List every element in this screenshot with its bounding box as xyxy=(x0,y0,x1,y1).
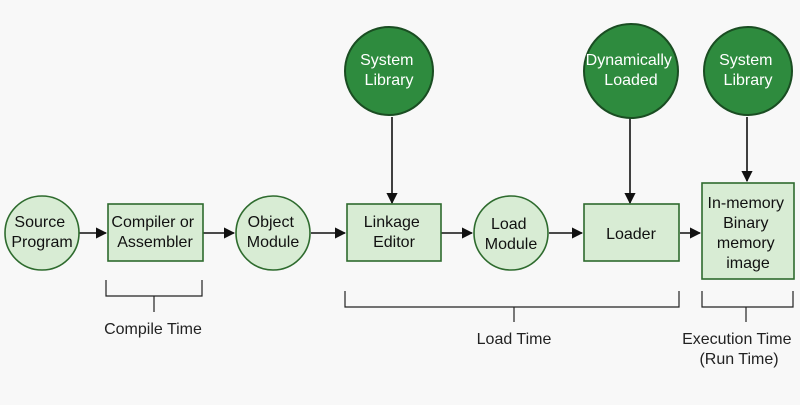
system-library-2-line1: System xyxy=(719,52,772,69)
load-time-bracket: Load Time xyxy=(344,291,680,348)
svg-text:Load Module: Load Module xyxy=(485,216,538,253)
in-memory-line3: memory xyxy=(717,235,775,252)
in-memory-image-node: In-memory Binary memory image xyxy=(701,182,795,280)
svg-text:Object Module: Object Module xyxy=(247,214,300,251)
compiler-line1: Compiler or xyxy=(111,214,194,231)
linkage-editor-line1: Linkage xyxy=(364,214,420,231)
dynamically-loaded-line2: Loaded xyxy=(604,72,657,89)
execution-time-bracket: Execution Time (Run Time) xyxy=(682,291,796,368)
system-library-2-line2: Library xyxy=(724,72,773,89)
loader-line1: Loader xyxy=(606,226,656,243)
load-module-line2: Module xyxy=(485,236,538,253)
dynamically-loaded-line1: Dynamically xyxy=(586,52,672,69)
system-library-1-line2: Library xyxy=(365,72,414,89)
svg-text:System Library: System Library xyxy=(719,52,777,89)
svg-text:Dynamically Loaded: Dynamically Loaded xyxy=(586,52,677,89)
dynamically-loaded-node: Dynamically Loaded xyxy=(583,23,679,119)
source-program-node: Source Program xyxy=(4,195,80,271)
load-module-line1: Load xyxy=(491,216,527,233)
system-library-node-2: System Library xyxy=(703,26,793,116)
compiler-node: Compiler or Assembler xyxy=(107,203,204,262)
in-memory-line2: Binary xyxy=(723,215,768,232)
compiler-line2: Assembler xyxy=(117,234,193,251)
svg-text:Source Program: Source Program xyxy=(11,214,72,251)
linkage-editor-line2: Editor xyxy=(373,234,415,251)
compile-time-bracket: Compile Time xyxy=(104,280,203,338)
svg-text:Execution Time (Run Time: Execution Time (Run Time) xyxy=(682,331,796,368)
source-program-line2: Program xyxy=(11,234,72,251)
in-memory-line4: image xyxy=(726,255,770,272)
svg-text:In-memory Binary m: In-memory Binary memory image xyxy=(708,195,789,272)
load-module-node: Load Module xyxy=(473,195,549,271)
svg-text:Loader: Loader xyxy=(606,226,656,243)
compile-time-label: Compile Time xyxy=(104,321,202,338)
svg-text:System Library: System Library xyxy=(360,52,418,89)
source-program-line1: Source xyxy=(14,214,65,231)
svg-text:Linkage Editor: Linkage Editor xyxy=(364,214,425,251)
linkage-editor-node: Linkage Editor xyxy=(346,203,442,262)
loader-node: Loader xyxy=(583,203,680,262)
svg-text:Compiler or Assembler: Compiler or Assembler xyxy=(111,214,198,251)
system-library-node-1: System Library xyxy=(344,26,434,116)
run-time-label: (Run Time) xyxy=(699,351,778,368)
system-library-1-line1: System xyxy=(360,52,413,69)
in-memory-line1: In-memory xyxy=(708,195,784,212)
object-module-line2: Module xyxy=(247,234,300,251)
object-module-line1: Object xyxy=(248,214,295,231)
load-time-label: Load Time xyxy=(477,331,552,348)
object-module-node: Object Module xyxy=(235,195,311,271)
execution-time-label: Execution Time xyxy=(682,331,791,348)
